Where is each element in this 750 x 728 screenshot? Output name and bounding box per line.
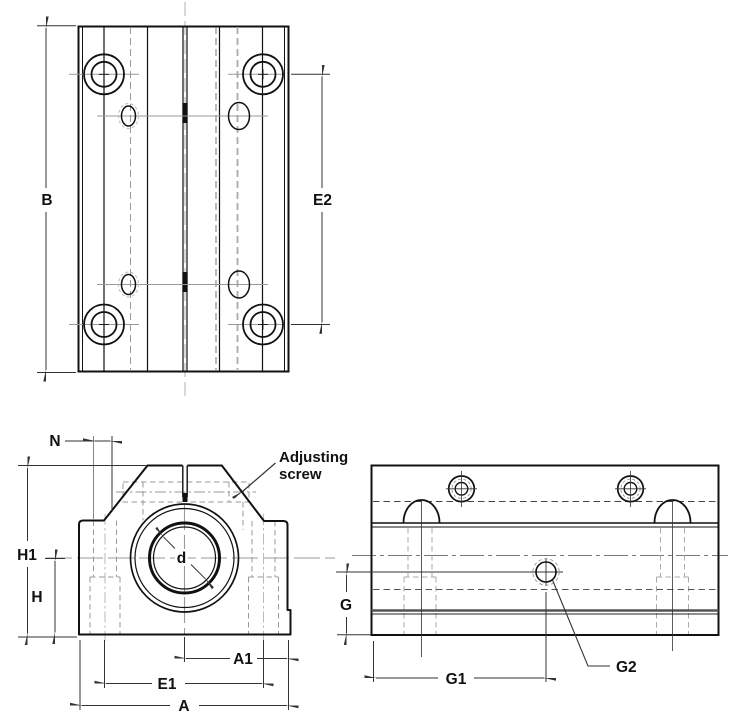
counterbore-hole-bottom-left <box>83 303 125 346</box>
dim-label-h1: H1 <box>17 547 37 564</box>
mounting-hole-hidden-right <box>248 521 279 634</box>
dimension-d <box>163 537 205 579</box>
clamp-slit <box>182 464 188 502</box>
dimension-b <box>37 26 76 373</box>
side-view: G G1 G2 <box>336 464 728 691</box>
dimension-g1 <box>374 592 547 682</box>
large-hole-top <box>227 101 251 131</box>
dim-label-g2: G2 <box>616 659 637 676</box>
mounting-hole-hidden-left <box>89 520 121 634</box>
large-hole-bottom <box>227 270 251 299</box>
top-view: B E2 <box>37 2 334 396</box>
dimension-n <box>65 436 112 520</box>
dim-label-g1: G1 <box>446 671 467 688</box>
slit-mark-bottom <box>182 272 188 292</box>
top-view-hidden-lines <box>130 27 239 371</box>
dim-label-n: N <box>49 433 60 450</box>
lubrication-hole <box>336 558 563 586</box>
dimension-e2 <box>291 74 330 324</box>
slot-holes <box>118 101 251 299</box>
hole-centerlines <box>69 73 284 325</box>
dim-label-b: B <box>41 192 52 209</box>
dimension-h <box>45 559 65 633</box>
slit-mark-top <box>182 103 188 123</box>
front-view-outline <box>78 464 292 636</box>
counterbore-hole-bottom-right <box>242 303 284 346</box>
adjusting-screw-label-line2: screw <box>279 466 322 483</box>
adjusting-screw-label-line1: Adjusting <box>279 449 348 466</box>
side-view-edges <box>371 501 719 615</box>
dim-label-e2: E2 <box>313 192 332 209</box>
side-view-outline <box>370 464 720 636</box>
screw-head-left <box>446 471 477 507</box>
dimension-h1 <box>18 466 146 638</box>
dim-label-a1: A1 <box>233 651 253 668</box>
dimension-a <box>80 640 287 710</box>
bearing-bore <box>129 503 240 613</box>
counterbore-hole-top-right <box>242 53 284 96</box>
counterbore-holes <box>83 53 284 346</box>
side-hidden-holes-left <box>403 528 437 634</box>
side-hidden-holes-right <box>656 528 689 634</box>
dim-label-d: d <box>177 550 186 567</box>
top-view-outline <box>77 25 290 373</box>
dim-label-a: A <box>178 698 189 715</box>
screw-head-right <box>615 471 646 507</box>
counterbore-hole-top-left <box>83 53 125 96</box>
dimension-g <box>337 575 371 635</box>
dim-label-h: H <box>31 589 42 606</box>
adjusting-screw-callout: Adjusting screw <box>243 447 351 492</box>
dim-label-g: G <box>340 597 352 614</box>
g2-callout: G2 <box>551 579 639 679</box>
dimension-a1 <box>185 637 289 710</box>
small-hole-bottom <box>120 273 137 296</box>
dimension-e1 <box>105 640 264 688</box>
dim-label-e1: E1 <box>158 676 177 693</box>
front-view: d N H1 H A1 <box>15 431 351 718</box>
small-hole-top <box>120 105 137 127</box>
